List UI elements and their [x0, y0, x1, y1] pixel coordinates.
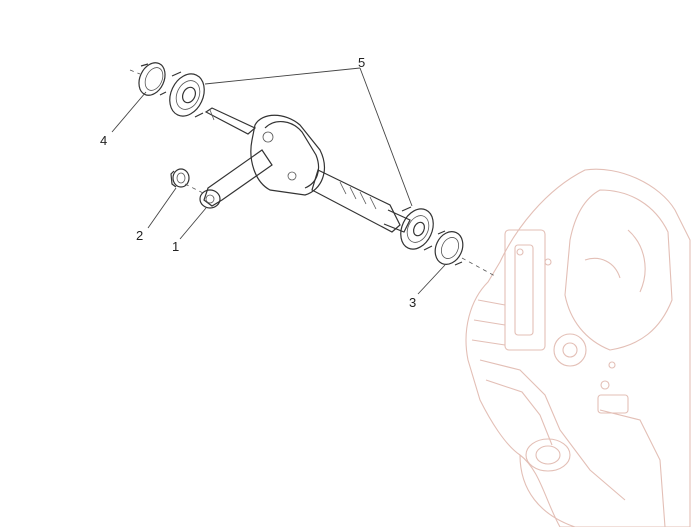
assembly-axis-lines — [129, 69, 496, 277]
callout-labels: 5 4 2 1 3 — [100, 55, 416, 310]
ball-bearing-lower — [400, 206, 434, 251]
callout-4: 4 — [100, 133, 107, 148]
oil-seal-right — [434, 230, 464, 266]
oil-seal-left — [138, 62, 167, 96]
callout-2: 2 — [136, 228, 143, 243]
needle-bearing — [170, 168, 190, 188]
crankshaft-assembly — [199, 107, 411, 233]
leader-lines — [111, 67, 446, 295]
engine-housing-ghost — [465, 168, 691, 527]
callout-5: 5 — [358, 55, 365, 70]
ball-bearing-upper — [169, 71, 205, 118]
callout-1: 1 — [172, 239, 179, 254]
callout-3: 3 — [409, 295, 416, 310]
